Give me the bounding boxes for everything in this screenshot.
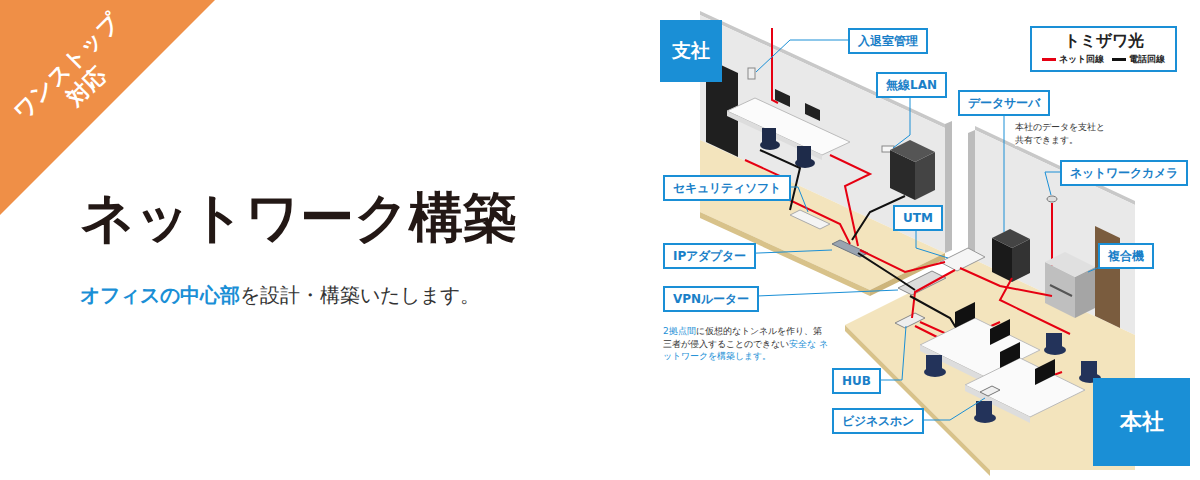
head-office-room <box>845 260 1135 470</box>
node-text: トミザワ光 <box>1042 31 1165 51</box>
head-office-room <box>990 319 1010 345</box>
node-text: VPNルーター <box>673 291 749 307</box>
head-office-room <box>1081 361 1097 376</box>
subtitle: オフィスの中心部 <box>80 283 240 307</box>
node-text: UTM <box>903 210 933 226</box>
branch-room <box>805 103 820 121</box>
banner-shape <box>0 0 215 215</box>
callout-box: 無線LAN <box>876 72 947 98</box>
head-office-room <box>1045 252 1095 277</box>
callout-box: UTM <box>893 205 943 231</box>
legend-swatch <box>1112 58 1126 61</box>
head-office-room <box>1047 196 1057 202</box>
node-text: IPアダプター <box>673 248 746 264</box>
head-office-room <box>976 401 992 416</box>
branch-room <box>762 128 776 142</box>
note-text-block: 2拠点間に仮想的なトンネルを作り、第 三者が侵入することのできない安全な ネット… <box>663 325 829 363</box>
page-title: ネットワーク構築 <box>80 186 517 251</box>
legend-text: ネット回線 <box>1059 53 1104 66</box>
callout-box: セキュリティソフト <box>663 175 791 201</box>
callout-box: データサーバ <box>958 90 1050 116</box>
head-office-room <box>920 345 985 383</box>
head-office-room <box>940 248 985 271</box>
head-office-room <box>1095 226 1120 328</box>
branch-room <box>797 146 811 160</box>
branch-room <box>890 140 935 162</box>
note-text-block: 本社のデータを支社と 共有できます。 <box>1015 121 1111 146</box>
head-office-room <box>858 253 915 290</box>
branch-room <box>830 155 870 246</box>
head-office-room <box>1050 285 1072 296</box>
head-office-room <box>955 302 975 328</box>
node-text: ビジネスホン <box>842 413 914 429</box>
head-office-room <box>965 358 1085 417</box>
node-text: 本社 <box>1120 407 1164 437</box>
head-office-room <box>1000 342 1020 368</box>
subtitle-block: オフィスの中心部を設計・構築いたします。 <box>80 282 480 308</box>
legend-box: トミザワ光ネット回線 電話回線 <box>1030 26 1177 72</box>
head-office-room <box>1000 278 1070 334</box>
legend-text: 電話回線 <box>1129 53 1165 66</box>
callout-box: VPNルーター <box>663 286 759 312</box>
node-text: 無線LAN <box>886 77 937 93</box>
head-office-room <box>1046 333 1062 348</box>
branch-room <box>775 89 790 107</box>
callout-box: IPアダプター <box>663 243 756 269</box>
node-text: データサーバ <box>968 95 1040 111</box>
site-badge: 支社 <box>660 20 722 82</box>
leader-line <box>1004 102 1005 232</box>
node-text: HUB <box>842 373 871 389</box>
callout-box: HUB <box>832 368 881 394</box>
banner-ribbon: ワンストップ 対応 <box>0 0 215 215</box>
node-text: 入退室管理 <box>858 33 918 49</box>
head-office-room <box>980 386 1000 396</box>
head-office-room <box>1035 359 1055 385</box>
head-office-room <box>960 268 1052 296</box>
callout-box: ネットワークカメラ <box>1060 160 1188 186</box>
legend-row: ネット回線 電話回線 <box>1042 53 1165 66</box>
head-office-room <box>912 270 955 318</box>
head-office-room <box>992 229 1030 248</box>
node-text: 複合機 <box>1108 248 1144 264</box>
callout-box: 入退室管理 <box>848 28 928 54</box>
legend-swatch <box>1042 58 1056 61</box>
branch-room <box>745 160 850 244</box>
branch-room <box>748 68 755 79</box>
callout-box: ビジネスホン <box>832 408 924 434</box>
head-office-room <box>895 313 925 328</box>
branch-room <box>727 98 850 155</box>
node-text: ネットワークカメラ <box>1070 165 1178 181</box>
subtitle: を設計・構築いたします。 <box>240 283 480 307</box>
legend-item: ネット回線 <box>1042 53 1104 66</box>
branch-room <box>790 210 830 229</box>
leader-line <box>710 40 1128 420</box>
node-text: 支社 <box>672 38 710 64</box>
node-text: セキュリティソフト <box>673 180 781 196</box>
head-office-room <box>926 355 942 370</box>
callout-box: 複合機 <box>1098 243 1154 269</box>
legend-item: 電話回線 <box>1112 53 1165 66</box>
head-office-room <box>968 130 975 263</box>
site-badge: 本社 <box>1093 378 1190 466</box>
branch-room <box>727 111 822 160</box>
note-text: 2拠点間 <box>663 326 696 336</box>
branch-room <box>945 121 952 253</box>
note-text: 本社のデータを支社と 共有できます。 <box>1015 122 1105 145</box>
